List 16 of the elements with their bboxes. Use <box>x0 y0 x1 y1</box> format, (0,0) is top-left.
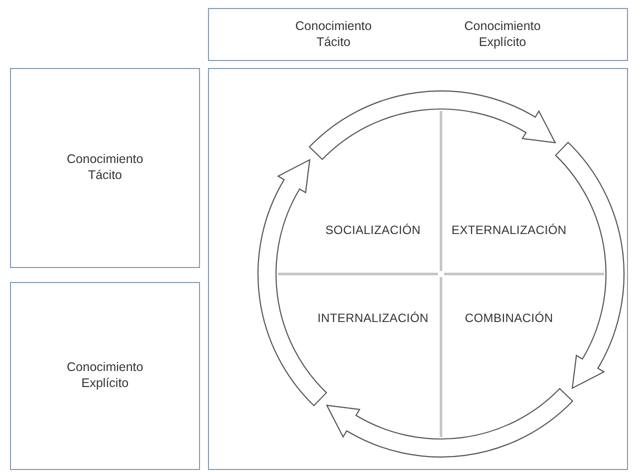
row-heading-box <box>10 68 200 268</box>
quadrant-label: SOCIALIZACIÓN <box>325 223 421 237</box>
quadrant-label: EXTERNALIZACIÓN <box>451 223 567 237</box>
matrix-box <box>208 68 628 470</box>
curved-arrow <box>308 90 556 160</box>
quadrant-label: COMBINACIÓN <box>464 311 554 325</box>
quadrant-label: INTERNALIZACIÓN <box>317 311 428 325</box>
curved-arrow <box>258 159 327 406</box>
row-heading: Conocimiento Tácito <box>66 152 144 184</box>
header-box <box>208 8 628 61</box>
row-heading: Conocimiento Explícito <box>66 360 144 392</box>
curved-arrow <box>555 142 624 389</box>
column-heading: Conocimiento Explícito <box>463 18 542 50</box>
row-heading-box <box>10 282 200 470</box>
curved-arrow <box>326 388 574 458</box>
column-heading: Conocimiento Tácito <box>294 18 373 50</box>
